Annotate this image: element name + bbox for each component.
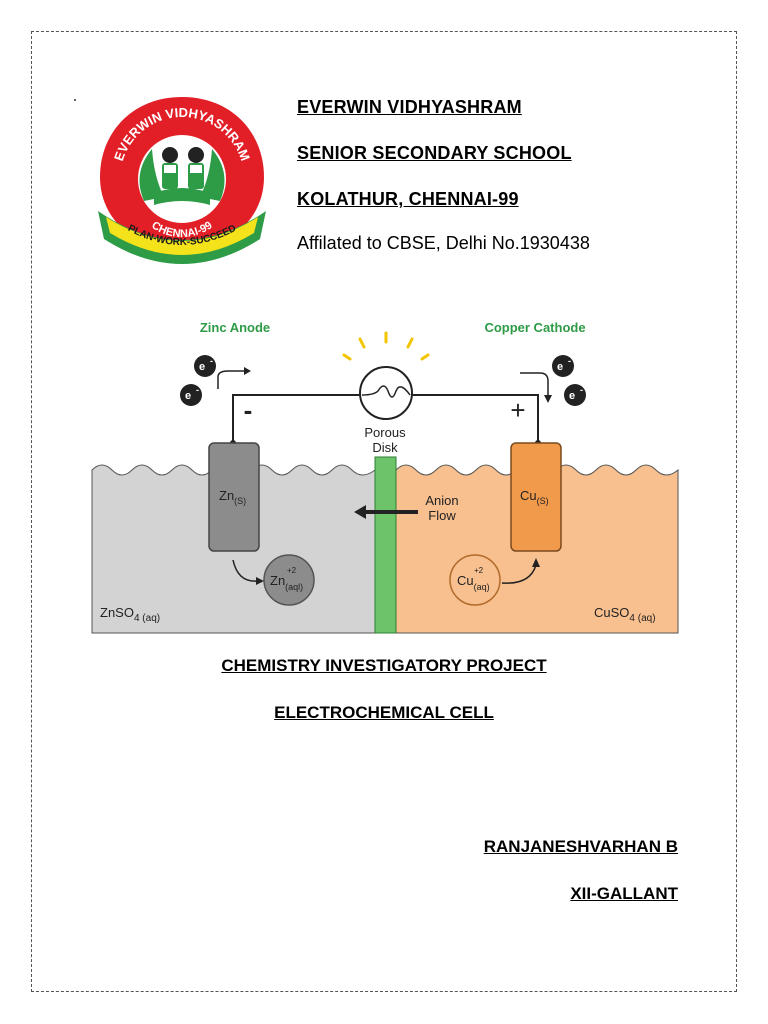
svg-text:e: e — [569, 390, 575, 402]
electron-icon: e - — [552, 355, 574, 377]
author-class: XII-GALLANT — [570, 884, 678, 903]
porous-disk — [374, 456, 397, 634]
porous-label-line2: Disk — [372, 440, 398, 455]
zinc-ion-label: Zn(aql) — [270, 573, 303, 592]
minus-sign: - — [244, 395, 253, 425]
plus-sign: + — [510, 395, 525, 425]
svg-text:e: e — [199, 361, 205, 373]
svg-text:-: - — [210, 356, 213, 366]
anode-wire — [232, 394, 360, 443]
svg-text:e: e — [557, 361, 563, 373]
copper-cathode-label: Copper Cathode — [484, 320, 585, 335]
electron-icon: e - — [564, 384, 586, 406]
zinc-ion — [263, 554, 315, 606]
svg-text:e: e — [185, 390, 191, 402]
zinc-anode-label: Zinc Anode — [200, 320, 270, 335]
porous-label-line1: Porous — [364, 425, 406, 440]
anion-label-line2: Flow — [428, 508, 456, 523]
light-bulb-icon — [342, 331, 430, 420]
svg-text:-: - — [568, 356, 571, 366]
electron-icon: e - — [180, 384, 202, 406]
electrochemical-cell-diagram: Zinc Anode Copper Cathode e - e - e - e … — [91, 320, 679, 634]
page-border — [31, 31, 737, 992]
zinc-ion-charge: +2 — [287, 566, 297, 575]
svg-text:-: - — [196, 385, 199, 395]
electron-flow-arrow-right — [520, 372, 549, 395]
school-level: SENIOR SECONDARY SCHOOL — [297, 143, 572, 163]
copper-ion-charge: +2 — [474, 566, 484, 575]
copper-electrode — [510, 442, 562, 552]
zinc-electrode-label: Zn(S) — [219, 488, 246, 506]
school-logo: EVERWIN VIDHYASHRAM CHENNAI-99 PLAN-WORK… — [98, 97, 266, 264]
project-topic: ELECTROCHEMICAL CELL — [274, 703, 494, 722]
school-affiliation: Affilated to CBSE, Delhi No.1930438 — [297, 233, 590, 253]
project-title: CHEMISTRY INVESTIGATORY PROJECT — [221, 656, 547, 675]
copper-ion — [449, 554, 501, 606]
copper-solution-label: CuSO4 (aq) — [594, 605, 656, 624]
copper-ion-label: Cu(aq) — [457, 573, 490, 592]
zinc-electrode — [208, 442, 260, 552]
electron-icon: e - — [194, 355, 216, 377]
electron-flow-arrow-left — [217, 370, 244, 389]
author-name: RANJANESHVARHAN B — [483, 837, 678, 856]
oxidation-arrow — [232, 559, 259, 582]
reduction-arrow — [501, 564, 537, 584]
school-name: EVERWIN VIDHYASHRAM — [297, 97, 522, 117]
school-location: KOLATHUR, CHENNAI-99 — [297, 189, 519, 209]
copper-electrode-label: Cu(S) — [520, 488, 549, 506]
anion-label-line1: Anion — [425, 493, 458, 508]
stray-mark — [74, 99, 76, 101]
zinc-solution-label: ZnSO4 (aq) — [100, 605, 160, 624]
svg-text:-: - — [580, 385, 583, 395]
cathode-wire — [412, 394, 539, 443]
